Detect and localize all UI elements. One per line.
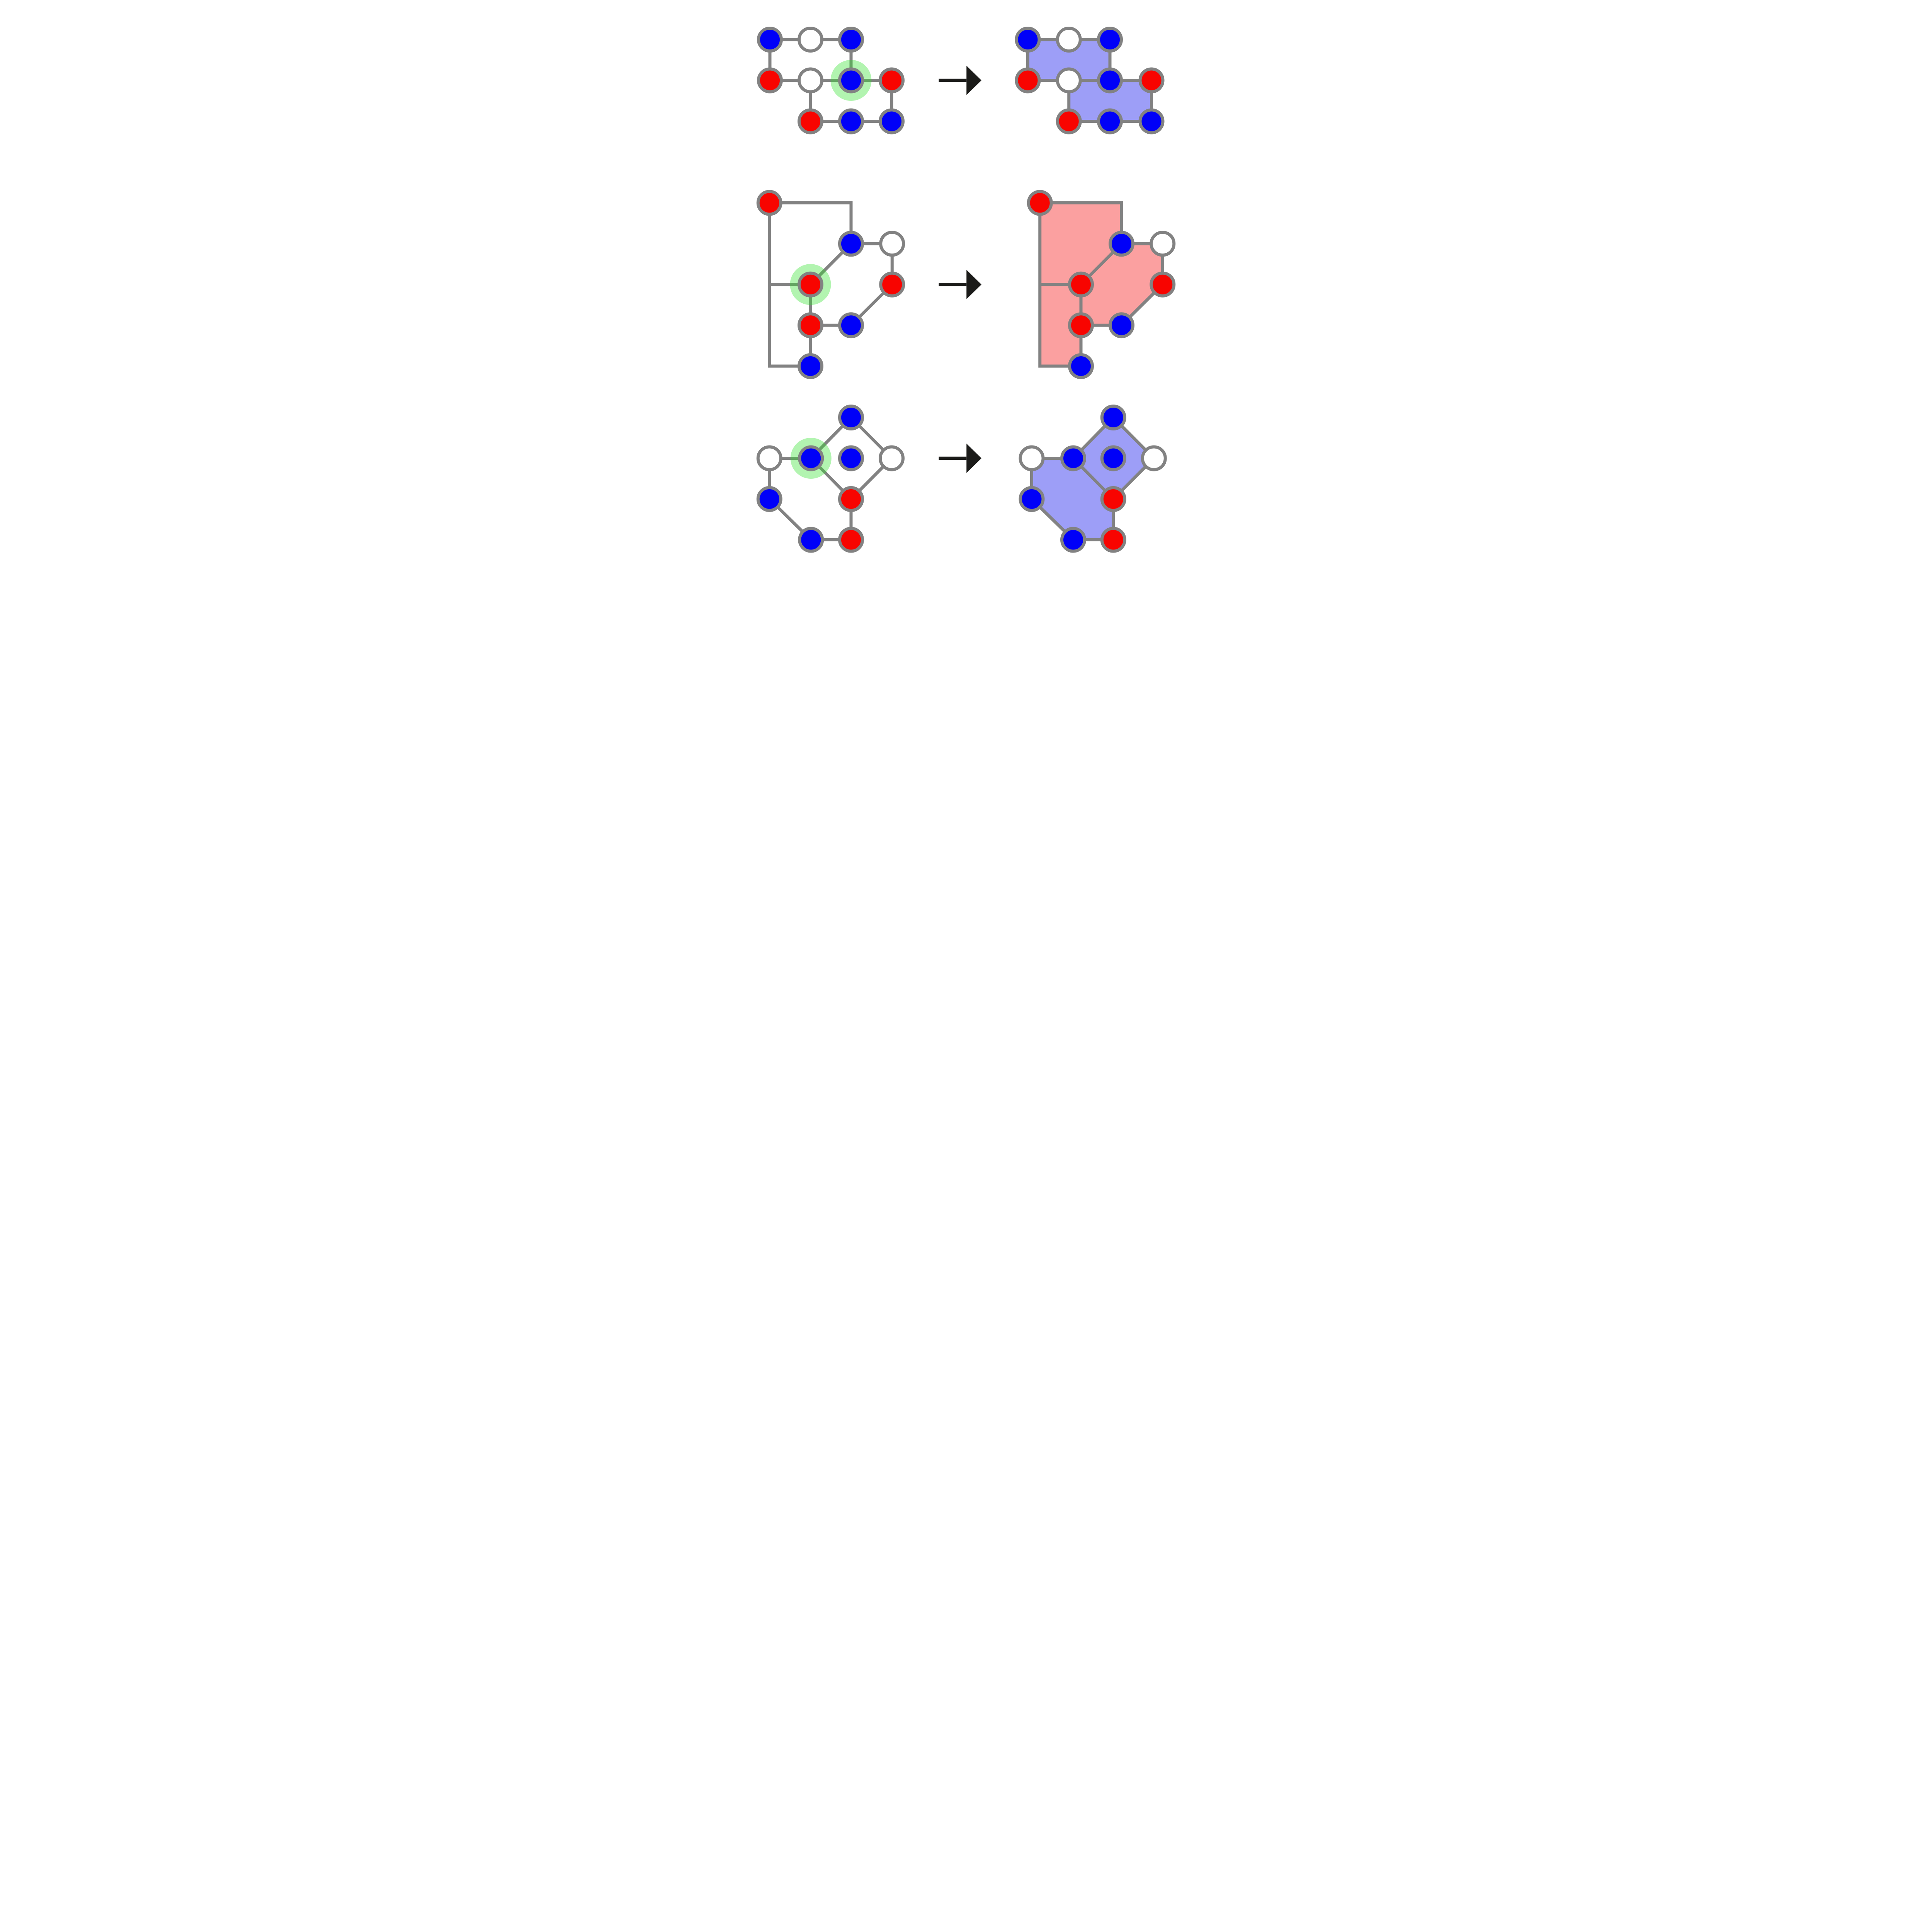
figure-canvas: [724, 0, 1208, 569]
arrow-head-icon: [966, 66, 981, 95]
node-blue: [1015, 27, 1041, 53]
node-red: [879, 271, 905, 298]
node-blue: [798, 353, 823, 379]
example-1-after-graph: [1015, 27, 1165, 134]
arrow-head-icon: [966, 444, 981, 473]
node-red: [1150, 271, 1176, 298]
blue-face-fill: [1028, 39, 1110, 80]
example-3-after-graph: [1019, 405, 1167, 553]
node-blue: [838, 27, 864, 53]
node-white: [798, 27, 823, 53]
node-red: [1027, 190, 1053, 216]
example-3-before-graph: [756, 405, 905, 553]
node-blue: [838, 231, 864, 257]
node-blue: [838, 312, 864, 338]
node-blue: [757, 27, 783, 53]
example-2-before-graph: [756, 190, 905, 379]
node-red: [838, 486, 864, 512]
node-red: [1068, 271, 1094, 298]
node-blue: [1068, 353, 1094, 379]
node-blue: [1060, 527, 1086, 553]
node-red: [1100, 486, 1126, 512]
node-red: [756, 190, 782, 216]
node-red: [1100, 527, 1126, 553]
node-blue: [838, 405, 864, 430]
blue-face-fill: [1069, 80, 1151, 121]
graph-edge: [1038, 203, 1081, 368]
node-blue: [1097, 67, 1123, 94]
node-blue: [1097, 27, 1123, 53]
node-red: [798, 312, 823, 338]
node-blue: [838, 445, 864, 471]
node-blue: [1100, 445, 1126, 471]
node-white: [1056, 27, 1082, 53]
node-white: [1056, 67, 1082, 94]
node-blue: [1109, 231, 1134, 257]
node-blue: [1100, 405, 1126, 430]
graph-face-fill-diagram: [724, 0, 1208, 569]
graph-edge: [769, 201, 853, 244]
arrow-head-icon: [966, 270, 981, 299]
node-blue: [756, 486, 782, 512]
node-white: [879, 445, 905, 471]
node-red: [757, 67, 783, 94]
node-red: [798, 108, 823, 134]
node-red: [1056, 108, 1082, 134]
node-blue: [1097, 108, 1123, 134]
node-blue: [1109, 312, 1134, 338]
node-red-highlighted: [798, 271, 823, 298]
node-red: [1138, 67, 1165, 94]
node-blue: [879, 108, 905, 134]
node-white: [1150, 231, 1176, 257]
node-blue: [1060, 445, 1086, 471]
node-red: [1068, 312, 1094, 338]
node-blue: [798, 527, 824, 553]
graph-edge: [768, 203, 811, 368]
node-red: [879, 67, 905, 94]
node-blue: [1019, 486, 1045, 512]
example-2-after-graph: [1027, 190, 1176, 379]
node-blue: [1138, 108, 1165, 134]
node-white: [879, 231, 905, 257]
node-white: [798, 67, 823, 94]
graph-edge: [1040, 201, 1123, 244]
example-3-transform-arrow: [939, 444, 981, 473]
node-blue: [838, 108, 864, 134]
node-blue-highlighted: [838, 67, 864, 94]
red-face-fill: [1040, 284, 1081, 366]
node-white: [1019, 445, 1045, 471]
node-red: [838, 527, 864, 553]
example-1-before-graph: [757, 27, 905, 134]
example-2-transform-arrow: [939, 270, 981, 299]
example-1-transform-arrow: [939, 66, 981, 95]
node-blue-highlighted: [798, 445, 824, 471]
node-red: [1015, 67, 1041, 94]
node-white: [756, 445, 782, 471]
node-white: [1141, 445, 1167, 471]
